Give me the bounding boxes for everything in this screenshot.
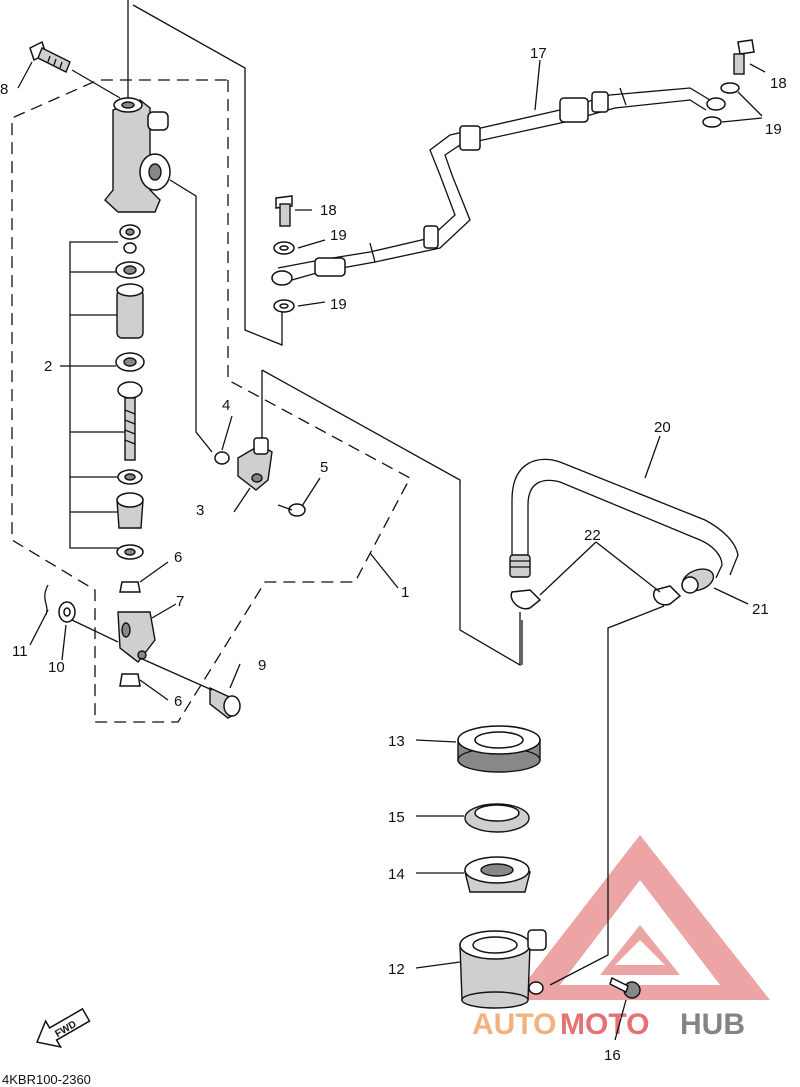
callout-labels: 1 2 3 4 5 6 6 7 8 9 10 11 12 13 14 15 16… <box>0 45 787 1064</box>
callout-19-low: 19 <box>330 296 347 313</box>
diagram-code: 4KBR100-2360 <box>2 1072 91 1087</box>
watermark-text: AUTO MOTO HUB <box>472 1008 745 1041</box>
callout-3: 3 <box>196 502 204 519</box>
watermark-moto: MOTO <box>560 1008 649 1041</box>
brake-line-leader <box>127 0 283 346</box>
callout-21: 21 <box>752 601 769 618</box>
callout-9: 9 <box>258 657 266 674</box>
callout-17: 17 <box>530 45 547 62</box>
piston-kit-stack <box>115 224 145 560</box>
callout-18-lower: 18 <box>320 202 337 219</box>
callout-11: 11 <box>12 643 28 660</box>
bolt-8-leader <box>71 69 121 99</box>
callout-19-mid: 19 <box>330 227 347 244</box>
callout-2: 2 <box>44 358 52 375</box>
callout-22: 22 <box>584 527 601 544</box>
washer-19-leaders <box>295 63 766 307</box>
master-cylinder-body <box>104 97 171 213</box>
pipe-leader <box>261 369 521 667</box>
callout-16: 16 <box>604 1047 621 1064</box>
callout-5: 5 <box>320 459 328 476</box>
part2-bracket <box>69 241 125 549</box>
reservoir-hose-20 <box>509 458 739 610</box>
callout-18-upper: 18 <box>770 75 787 92</box>
hose-joint-parts <box>214 437 306 517</box>
reservoir-part-leaders <box>415 739 627 1041</box>
callout-20: 20 <box>654 419 671 436</box>
callout-19-right: 19 <box>765 121 782 138</box>
callout-8: 8 <box>0 81 8 98</box>
callout-1: 1 <box>401 584 409 601</box>
union-bolts-and-washers <box>273 39 755 313</box>
fwd-arrow: FWD <box>35 1007 91 1049</box>
lower-parts <box>44 581 241 719</box>
bolt-8 <box>29 40 71 73</box>
assembly-outline-dashed <box>11 79 411 723</box>
pin-leader <box>71 619 213 691</box>
callout-7: 7 <box>176 593 184 610</box>
fwd-label: FWD <box>53 1019 78 1040</box>
watermark-hub: HUB <box>680 1008 745 1041</box>
callout-13: 13 <box>388 733 405 750</box>
reservoir-leaders <box>521 541 749 986</box>
reservoir-parts <box>457 725 641 1009</box>
hose-leader-left <box>169 179 213 453</box>
callout-12: 12 <box>388 961 405 978</box>
brake-hose-17 <box>271 87 726 286</box>
callout-leaders <box>17 59 661 701</box>
callout-14: 14 <box>388 866 405 883</box>
callout-15: 15 <box>388 809 405 826</box>
callout-6-lower: 6 <box>174 693 182 710</box>
callout-10: 10 <box>48 659 65 676</box>
watermark-auto: AUTO <box>472 1008 556 1041</box>
watermark-logo <box>512 835 770 1000</box>
callout-4: 4 <box>222 397 230 414</box>
callout-6-upper: 6 <box>174 549 182 566</box>
